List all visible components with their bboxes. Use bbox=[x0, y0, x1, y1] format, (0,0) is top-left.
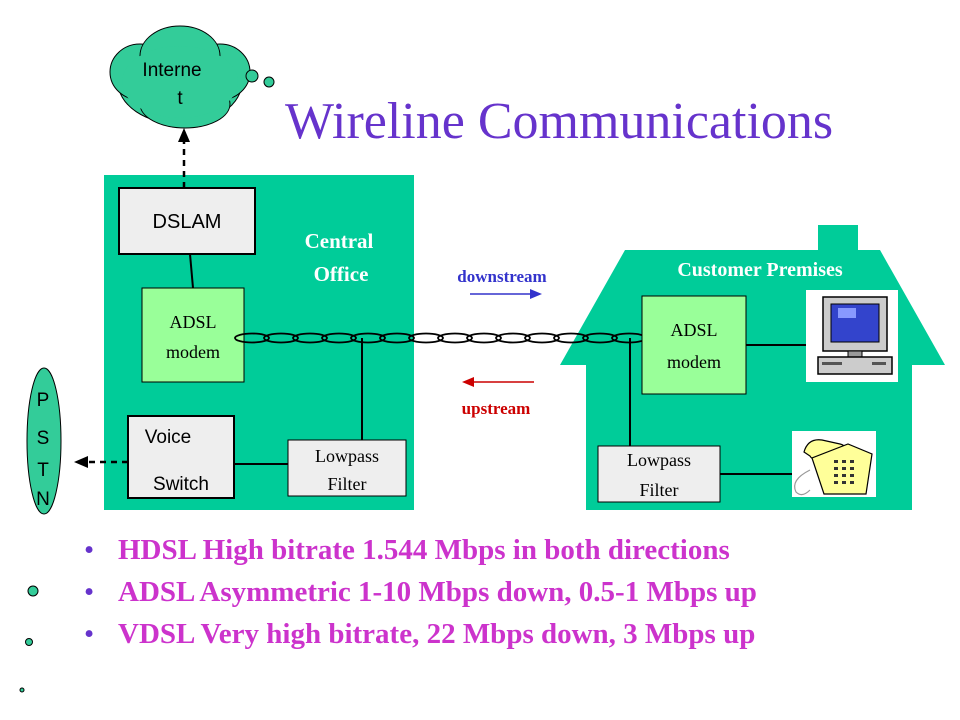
customer-premises-label: Customer Premises bbox=[677, 259, 843, 281]
pstn-cloud bbox=[26, 367, 62, 515]
bullet-marker: • bbox=[84, 576, 95, 608]
bullet-item-vdsl: • VDSL Very high bitrate, 22 Mbps down, … bbox=[78, 618, 938, 660]
cp-adsl-modem-box bbox=[641, 295, 747, 395]
bullet-item-adsl: • ADSL Asymmetric 1-10 Mbps down, 0.5-1 … bbox=[78, 576, 938, 618]
downstream-label: downstream bbox=[457, 267, 546, 286]
twisted-pair-link bbox=[408, 332, 444, 344]
telephone-icon bbox=[792, 431, 876, 497]
pstn-letter-s: S bbox=[37, 428, 50, 449]
internet-label-line1: Interne bbox=[142, 60, 201, 81]
co-filter-line2: Filter bbox=[328, 474, 367, 494]
bullet-item-hdsl: • HDSL High bitrate 1.544 Mbps in both d… bbox=[78, 534, 938, 576]
co-adsl-modem-box bbox=[141, 287, 245, 383]
voice-switch-line1: Voice bbox=[145, 427, 191, 448]
computer-icon bbox=[806, 290, 898, 382]
co-adsl-modem-line2: modem bbox=[166, 342, 220, 362]
internet-uplink-arrowhead bbox=[178, 128, 190, 142]
pstn-link-arrowhead bbox=[74, 456, 88, 468]
bullet-list: • HDSL High bitrate 1.544 Mbps in both d… bbox=[78, 534, 938, 660]
cp-filter-line1: Lowpass bbox=[627, 450, 691, 470]
cp-adsl-modem-line2: modem bbox=[667, 352, 721, 372]
internet-cloud bbox=[109, 25, 275, 129]
bullet-text: VDSL Very high bitrate, 22 Mbps down, 3 … bbox=[118, 618, 756, 650]
co-lowpass-filter-box bbox=[287, 439, 407, 497]
bullet-marker: • bbox=[84, 618, 95, 650]
internet-label-line2: t bbox=[177, 88, 183, 109]
house-chimney bbox=[818, 225, 858, 255]
downstream-arrowhead bbox=[530, 289, 542, 299]
twisted-pair-link bbox=[553, 332, 589, 344]
cp-filter-line2: Filter bbox=[640, 480, 679, 500]
twisted-pair-link bbox=[495, 332, 531, 344]
voice-switch-line2: Switch bbox=[153, 474, 209, 495]
upstream-arrowhead bbox=[462, 377, 474, 387]
twisted-pair-link bbox=[350, 332, 386, 344]
twisted-pair-link bbox=[234, 332, 270, 344]
co-filter-line1: Lowpass bbox=[315, 446, 379, 466]
cp-adsl-modem-line1: ADSL bbox=[670, 320, 717, 340]
twisted-pair-link bbox=[524, 332, 560, 344]
bullet-text: ADSL Asymmetric 1-10 Mbps down, 0.5-1 Mb… bbox=[118, 576, 757, 608]
bullet-text: HDSL High bitrate 1.544 Mbps in both dir… bbox=[118, 534, 730, 566]
twisted-pair-link bbox=[292, 332, 328, 344]
pstn-letter-p: P bbox=[37, 390, 50, 411]
slide-title: Wireline Communications bbox=[285, 93, 834, 150]
twisted-pair-link bbox=[263, 332, 299, 344]
twisted-pair-link bbox=[437, 332, 473, 344]
central-office-label-line2: Office bbox=[314, 262, 369, 286]
twisted-pair-link bbox=[582, 332, 618, 344]
twisted-pair-link bbox=[379, 332, 415, 344]
dslam-box bbox=[118, 187, 256, 255]
co-adsl-modem-line1: ADSL bbox=[169, 312, 216, 332]
dslam-modem-link bbox=[189, 253, 194, 289]
decor-circle-large bbox=[27, 585, 39, 597]
bullet-marker: • bbox=[84, 534, 95, 566]
twisted-pair-link bbox=[321, 332, 357, 344]
upstream-label: upstream bbox=[462, 399, 531, 418]
decor-circle-small bbox=[19, 687, 25, 693]
pstn-letter-n: N bbox=[36, 489, 50, 510]
pstn-letter-t: T bbox=[37, 460, 49, 481]
decor-circle-medium bbox=[25, 638, 33, 646]
dslam-label: DSLAM bbox=[153, 211, 222, 233]
twisted-pair-link bbox=[466, 332, 502, 344]
central-office-label-line1: Central bbox=[305, 229, 374, 253]
voice-switch-box bbox=[127, 415, 235, 499]
